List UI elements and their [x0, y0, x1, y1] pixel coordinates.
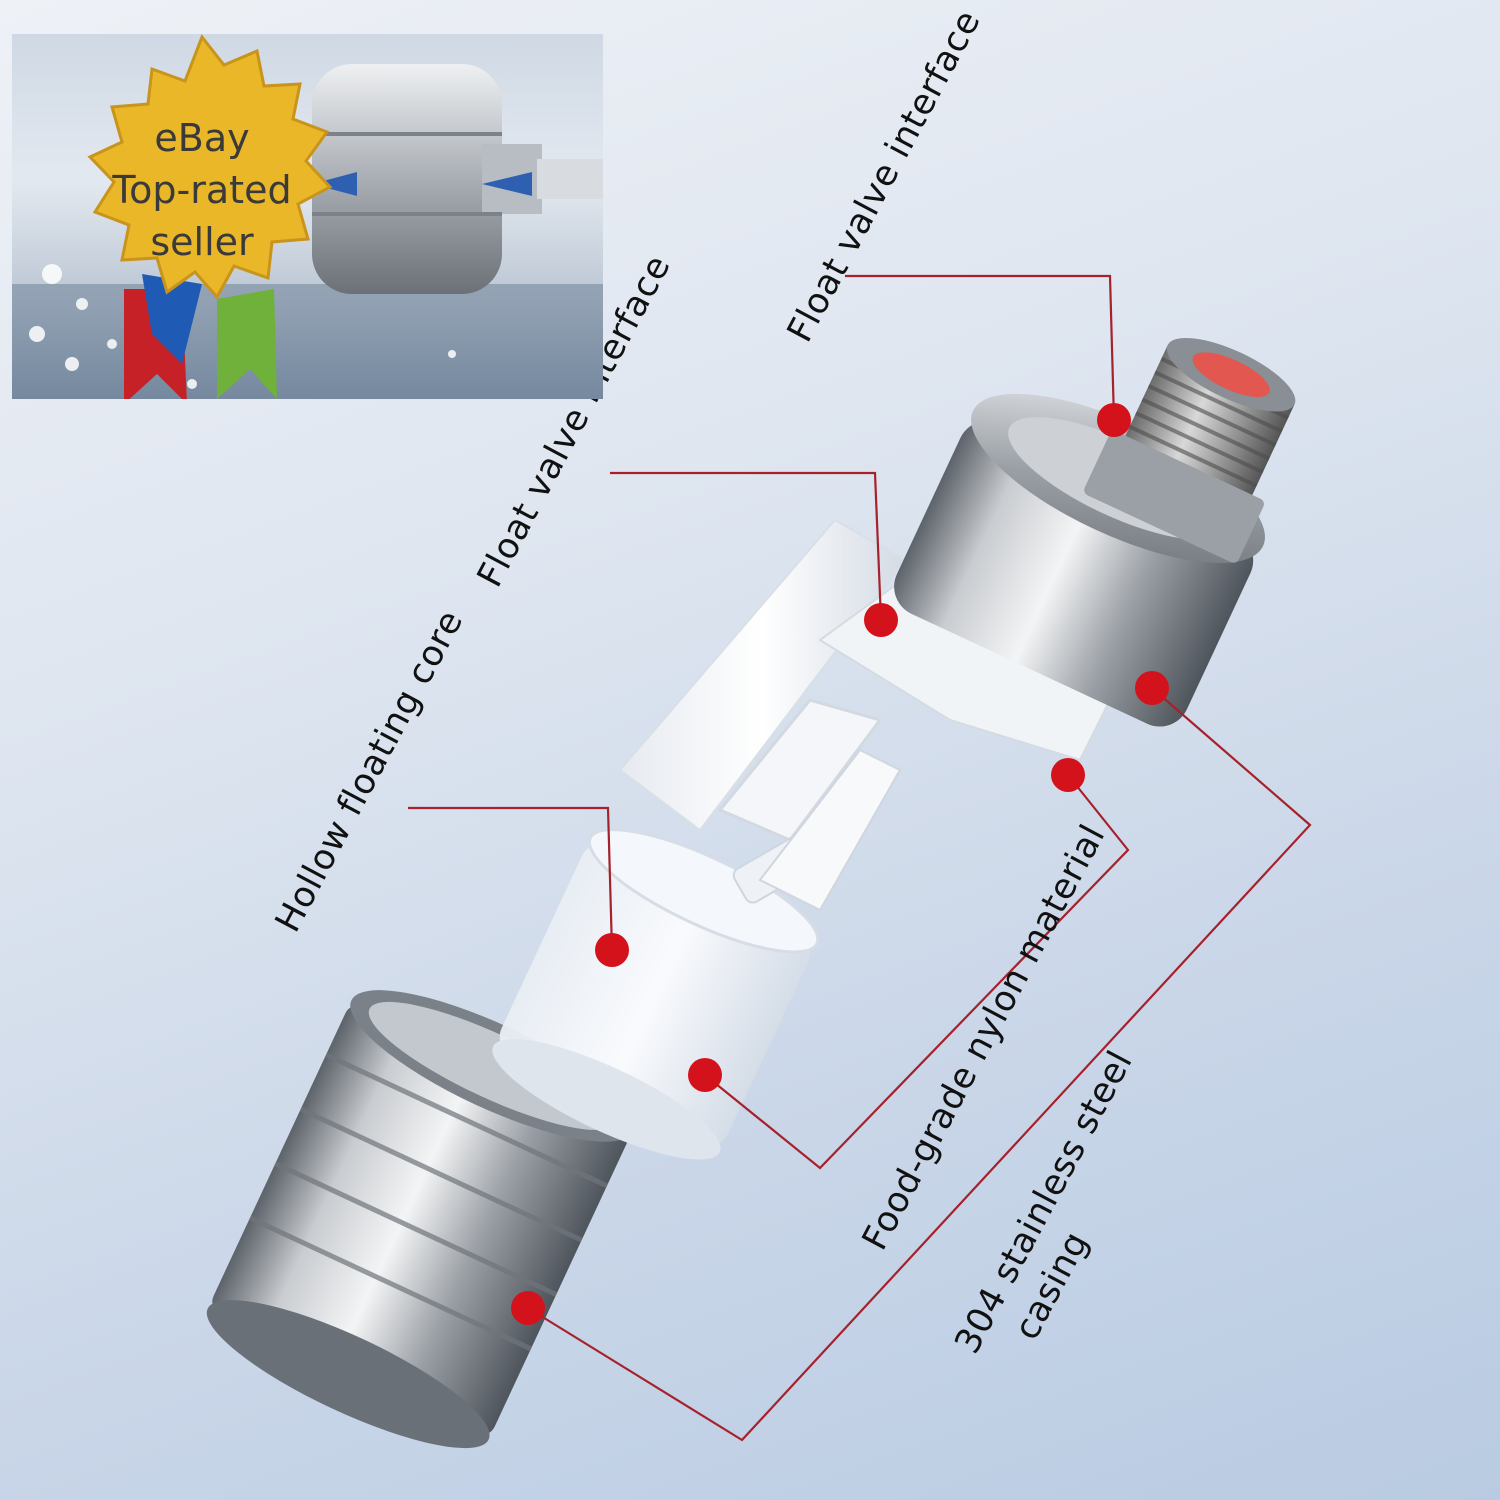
leader-line-float-valve-right	[845, 274, 1116, 421]
callout-leader-lines	[408, 274, 1312, 1442]
badge-line-top-rated: Top-rated	[112, 168, 292, 212]
marker-dot	[595, 933, 629, 967]
inset-arrows	[312, 172, 532, 196]
badge-seal	[87, 34, 333, 300]
leader-line-float-valve-left	[610, 471, 883, 621]
marker-dot	[688, 1058, 722, 1092]
leader-line-casing	[527, 687, 1312, 1442]
inset-product-photo: eBay Top-rated seller	[12, 34, 603, 399]
marker-dot	[864, 603, 898, 637]
marker-dot	[1051, 758, 1085, 792]
marker-dot	[511, 1291, 545, 1325]
callout-markers	[511, 403, 1169, 1325]
badge-line-ebay: eBay	[154, 116, 250, 160]
floating-core-part	[492, 828, 820, 1160]
marker-dot	[1135, 671, 1169, 705]
badge-line-seller: seller	[150, 220, 254, 264]
inset-water-splash	[29, 264, 456, 389]
inset-illustration	[12, 34, 603, 399]
badge-ribbons	[124, 274, 277, 399]
marker-dot	[1097, 403, 1131, 437]
leader-line-hollow-core	[408, 806, 614, 951]
seller-badge: eBay Top-rated seller	[82, 112, 322, 268]
leader-line-nylon	[704, 774, 1130, 1170]
threaded-fitting-part	[1084, 337, 1296, 563]
